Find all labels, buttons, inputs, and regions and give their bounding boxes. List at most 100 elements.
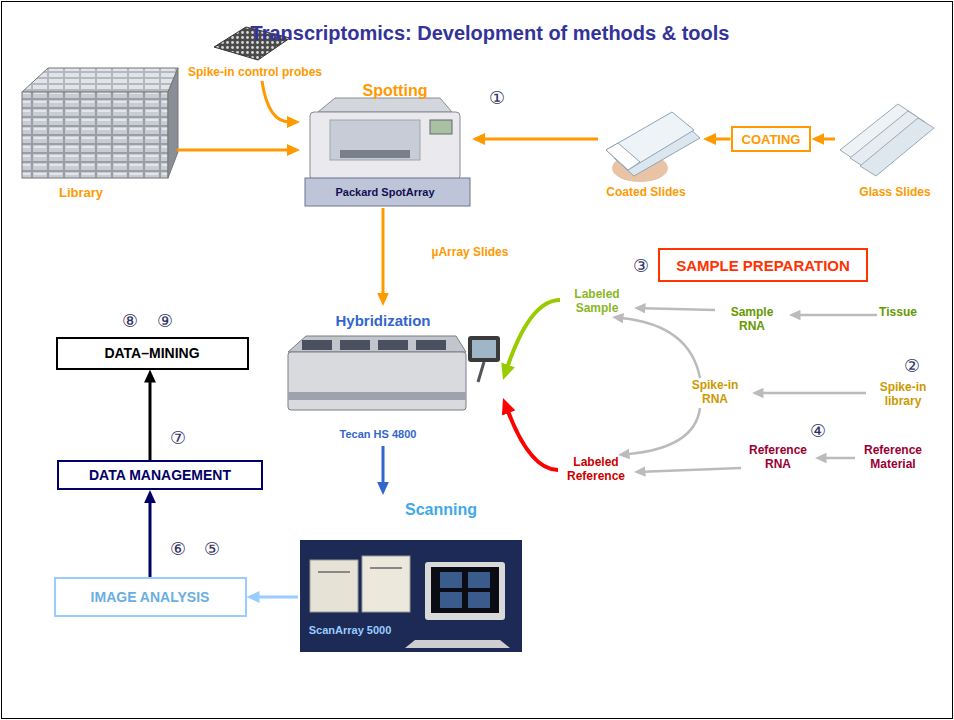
spotter-picture	[340, 150, 410, 158]
node-text: Glass Slides	[859, 185, 930, 199]
device-node: HybridizationTecan HS 4800	[278, 306, 503, 446]
hybridizer-picture	[288, 336, 466, 352]
library-picture	[168, 68, 178, 178]
text-node: Labeled Reference	[558, 455, 634, 485]
callout-number: ⑨	[157, 310, 173, 331]
edge-label: µArray Slides	[430, 245, 511, 259]
scanner-picture	[300, 540, 522, 652]
callout-number: ⑥	[170, 538, 186, 559]
process-box: DATA–MINING	[56, 337, 249, 370]
node-text: Spike-in library	[868, 380, 938, 408]
text-node: Sample RNA	[715, 305, 789, 335]
library-picture	[22, 92, 168, 178]
device-node: Library	[15, 62, 177, 204]
hybridizer-picture	[378, 340, 408, 350]
spotter-picture	[318, 98, 452, 112]
hybridizer-picture	[468, 336, 500, 362]
flow-arrow	[382, 208, 385, 296]
callout-number: ①	[489, 87, 505, 108]
node-text: DATA MANAGEMENT	[89, 467, 231, 483]
text-node: Spike-in control probes	[186, 65, 324, 81]
hybridizer-picture	[340, 340, 370, 350]
scanner-picture	[440, 572, 462, 588]
node-text: ScanArray 5000	[309, 624, 392, 636]
hybridizer-picture	[288, 336, 500, 410]
spotter-picture	[305, 98, 470, 206]
flow-arrow	[257, 596, 298, 599]
diagram-title: Transcriptomics: Development of methods …	[26, 22, 954, 45]
spotter-picture	[430, 120, 452, 134]
node-text: SAMPLE PREPARATION	[676, 257, 850, 274]
flow-arrow	[761, 392, 866, 395]
scanner-picture	[468, 592, 490, 608]
callout-number: ②	[904, 355, 920, 376]
flow-arrow	[798, 314, 877, 317]
hybridizer-picture	[288, 352, 466, 410]
spotter-picture	[305, 178, 470, 206]
node-text: Hybridization	[335, 312, 430, 329]
scanner-picture	[318, 571, 350, 573]
flow-arrow	[382, 446, 385, 485]
node-text: Spike-in RNA	[680, 378, 750, 406]
flow-arrow	[149, 500, 152, 577]
node-text: Labeled Sample	[562, 287, 632, 315]
scanner-picture	[370, 567, 402, 569]
flow-arrow	[507, 300, 560, 368]
node-text: Sample RNA	[717, 305, 787, 333]
scanner-picture	[440, 592, 462, 608]
process-box: DATA MANAGEMENT	[57, 460, 263, 490]
spotter-picture	[310, 112, 460, 180]
node-text: Tissue	[879, 305, 917, 319]
text-node: Reference Material	[855, 443, 931, 473]
hybridizer-picture	[478, 362, 484, 382]
scanner-picture	[468, 572, 490, 588]
device-node: Glass Slides	[835, 100, 940, 202]
glass-slides-picture	[840, 104, 934, 176]
node-text: Library	[59, 185, 103, 200]
scanner-picture	[425, 562, 505, 620]
node-text: Spotting	[363, 82, 428, 100]
scanner-picture	[310, 560, 358, 612]
flow-arrow	[713, 138, 730, 141]
node-text: Tecan HS 4800	[340, 428, 417, 440]
text-node: Tissue	[877, 305, 919, 321]
node-text: COATING	[742, 132, 801, 147]
hybridizer-picture	[288, 392, 466, 400]
flow-arrow	[621, 318, 700, 378]
coated-slides-picture	[606, 143, 640, 170]
process-box: IMAGE ANALYSIS	[54, 577, 247, 617]
node-text: Labeled Reference	[560, 455, 632, 483]
scanner-picture	[300, 540, 522, 652]
process-box: SAMPLE PREPARATION	[658, 248, 868, 282]
callout-number: ④	[810, 420, 826, 441]
flow-arrow	[824, 457, 855, 460]
callout-number: ⑧	[122, 310, 138, 331]
library-picture	[22, 68, 178, 178]
flow-arrow	[822, 138, 835, 141]
callout-number: ⑤	[204, 538, 220, 559]
scanner-picture	[431, 567, 499, 613]
text-node: Spike-in library	[866, 380, 940, 410]
node-text: Spike-in control probes	[188, 65, 322, 79]
flow-arrow	[643, 468, 741, 472]
flow-arrow	[262, 81, 290, 122]
device-node: SpottingPackard SpotArray	[300, 80, 472, 208]
glass-slides-picture	[860, 118, 934, 176]
node-text: Reference Material	[857, 443, 929, 471]
node-text: IMAGE ANALYSIS	[91, 589, 210, 605]
node-text: Reference RNA	[743, 443, 813, 471]
spotter-picture	[330, 120, 420, 160]
callout-number: ③	[633, 255, 649, 276]
hybridizer-picture	[472, 340, 496, 358]
scanner-picture	[405, 640, 510, 648]
node-text: Scanning	[405, 501, 477, 519]
hybridizer-picture	[302, 340, 332, 350]
text-node: Reference RNA	[741, 443, 815, 473]
text-node: Spike-in RNA	[678, 378, 752, 408]
node-text: DATA–MINING	[104, 345, 199, 361]
flow-arrow	[627, 408, 700, 454]
flow-arrow	[482, 138, 598, 141]
